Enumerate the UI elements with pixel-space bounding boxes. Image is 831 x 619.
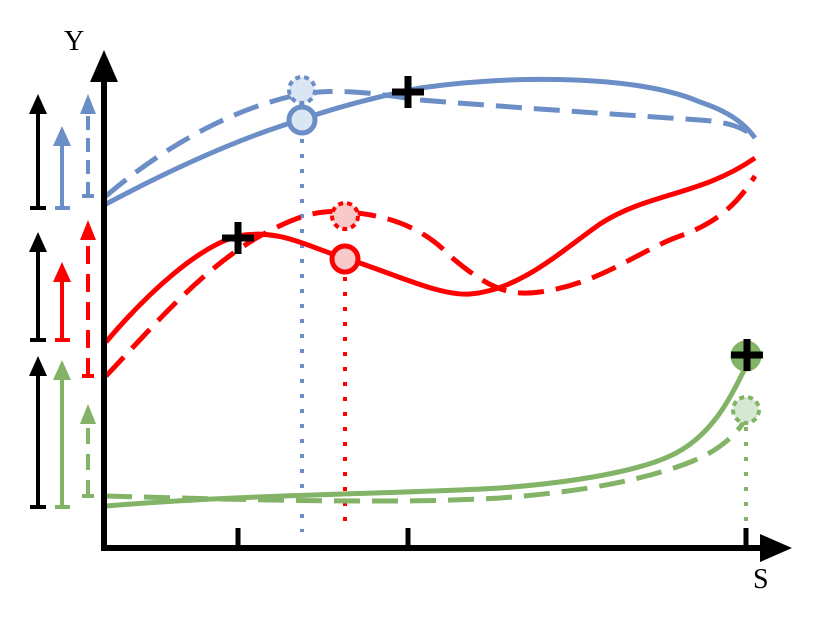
arrow-red-solid xyxy=(53,262,71,342)
x-axis-arrowhead xyxy=(760,534,792,562)
curve-green-dashed xyxy=(105,416,749,504)
arrow-blue-solid xyxy=(53,126,71,210)
marker-blue-solid-circle xyxy=(286,104,318,136)
arrow-red-dashed xyxy=(80,220,96,378)
plus-marker-red xyxy=(222,222,254,254)
marker-blue-dashed-circle xyxy=(287,75,317,105)
y-axis-label: Y xyxy=(64,26,84,57)
plus-marker-green xyxy=(731,339,763,371)
plus-markers xyxy=(222,76,763,371)
arrow-black-middle xyxy=(29,232,47,342)
arrow-green-dashed xyxy=(80,404,96,498)
plus-marker-blue xyxy=(392,76,424,108)
x-axis-label: S xyxy=(753,564,769,595)
curve-red-dashed xyxy=(104,174,758,378)
marker-red-solid-circle xyxy=(329,243,361,275)
arrow-blue-dashed xyxy=(80,94,96,198)
marker-red-dashed-circle xyxy=(330,201,360,231)
arrow-green-solid xyxy=(53,360,71,509)
y-axis-arrowhead xyxy=(90,50,118,82)
guide-lines xyxy=(300,124,748,534)
curves xyxy=(104,76,758,509)
curve-blue-dashed xyxy=(104,89,757,198)
curve-green-solid xyxy=(105,364,749,509)
arrow-black-top xyxy=(29,94,47,210)
marker-green-dashed-circle xyxy=(731,395,761,425)
curve-blue-solid xyxy=(104,76,758,207)
markers xyxy=(286,75,762,425)
axes: Y S xyxy=(64,26,792,595)
curve-red-solid xyxy=(104,155,757,344)
left-arrow-group xyxy=(29,94,96,509)
arrow-black-bottom xyxy=(29,356,47,509)
